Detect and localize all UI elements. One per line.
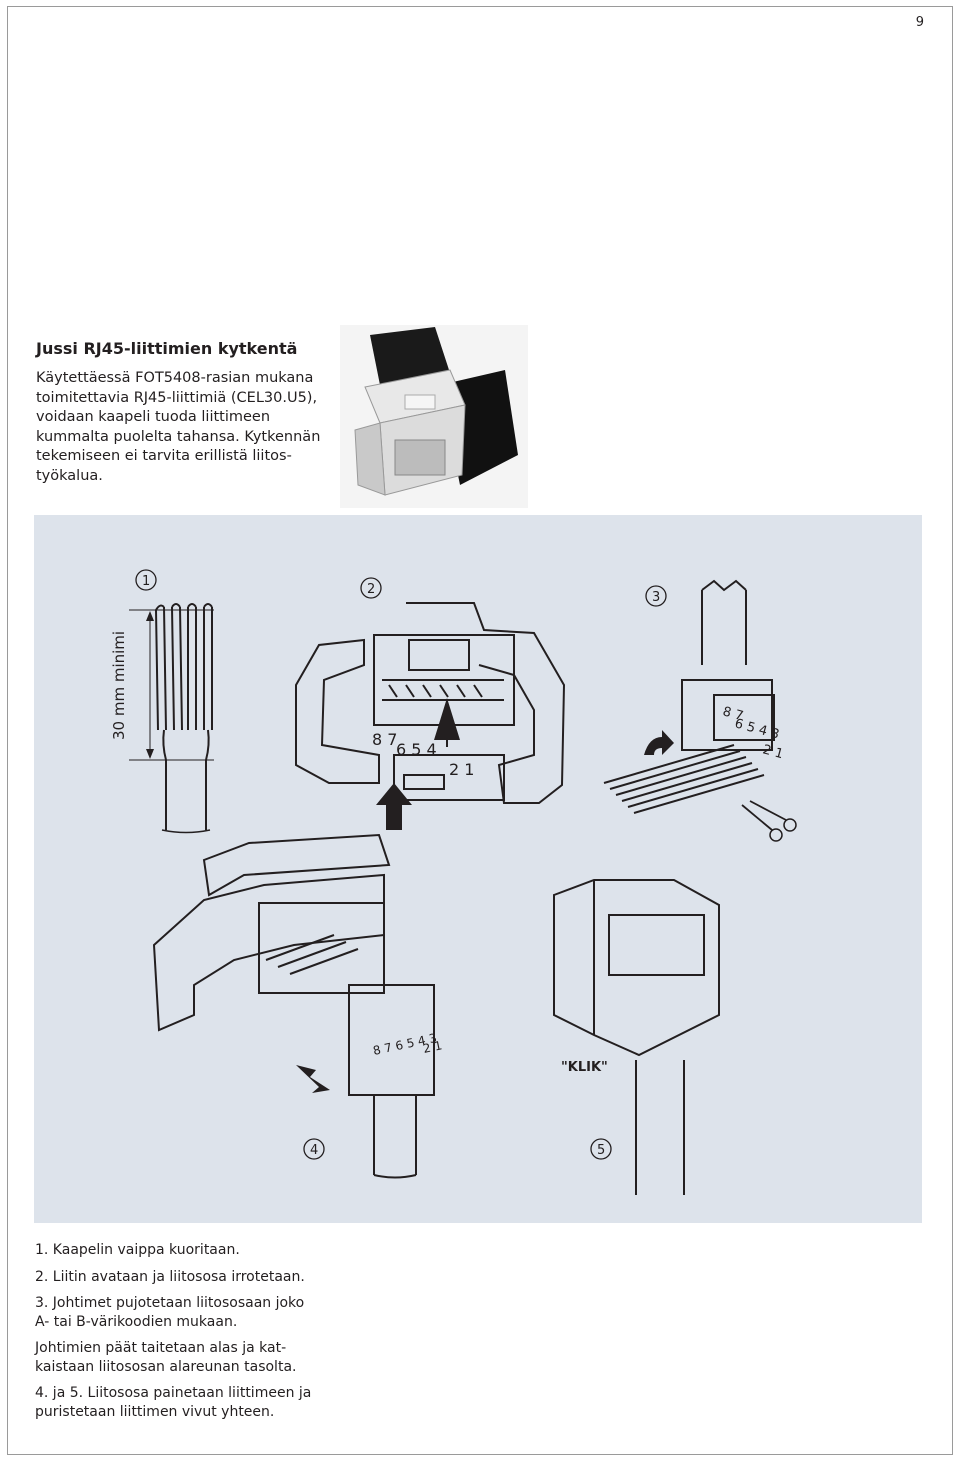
wire-threading-illustration: 8 7 6 5 4 3 2 1 [603,579,797,842]
step-marker-5: 5 [590,1138,612,1160]
svg-text:2 1: 2 1 [422,1038,444,1056]
dimension-label: 30 mm minimi [110,631,128,740]
connector-photo [340,325,528,508]
page-frame [7,6,953,1455]
stripped-cable-illustration [155,603,213,834]
opened-connector-illustration: 8 7 6 5 4 2 1 [295,602,566,830]
svg-text:6 5 4: 6 5 4 [396,740,437,759]
insertion-illustration: 8 7 6 5 4 3 2 1 [152,833,444,1179]
svg-text:8 7: 8 7 [372,730,397,749]
step-marker-1: 1 [135,569,157,591]
svg-text:8 7: 8 7 [721,704,745,724]
step-3b-text: Johtimien päät taitetaan alas ja kat- ka… [35,1340,297,1375]
dimension-annotation: 30 mm minimi [110,609,214,761]
step-marker-2: 2 [360,577,382,599]
scissors-icon [741,800,797,842]
step-3-text: 3. Johtimet pujotetaan liitososaan joko … [35,1295,305,1330]
intro-paragraph: Käytettäessä FOT5408-rasian mukana toimi… [36,370,321,484]
step-marker-3: 3 [645,585,667,607]
clicked-connector-illustration: "KLIK" [553,879,720,1195]
step-4-5-text: 4. ja 5. Liitososa painetaan liittimeen … [35,1385,312,1420]
step-1-text: 1. Kaapelin vaippa kuoritaan. [35,1242,240,1258]
step-2-text: 2. Liitin avataan ja liitososa irrotetaa… [35,1268,305,1285]
section-title: Jussi RJ45-liittimien kytkentä [36,339,298,358]
assembly-diagram: 30 mm minimi 1 2 3 4 5 [34,515,922,1223]
svg-text:3: 3 [652,590,660,605]
svg-text:4: 4 [310,1143,318,1158]
step-marker-4: 4 [303,1138,325,1160]
page-number: 9 [915,15,924,30]
svg-text:1: 1 [142,574,150,589]
svg-text:2 1: 2 1 [761,742,785,762]
klik-label: "KLIK" [561,1060,608,1075]
instruction-steps: 1. Kaapelin vaippa kuoritaan. 2. Liitin … [35,1241,355,1429]
svg-text:2: 2 [367,582,375,597]
svg-text:5: 5 [597,1143,605,1158]
svg-text:2 1: 2 1 [449,760,474,779]
